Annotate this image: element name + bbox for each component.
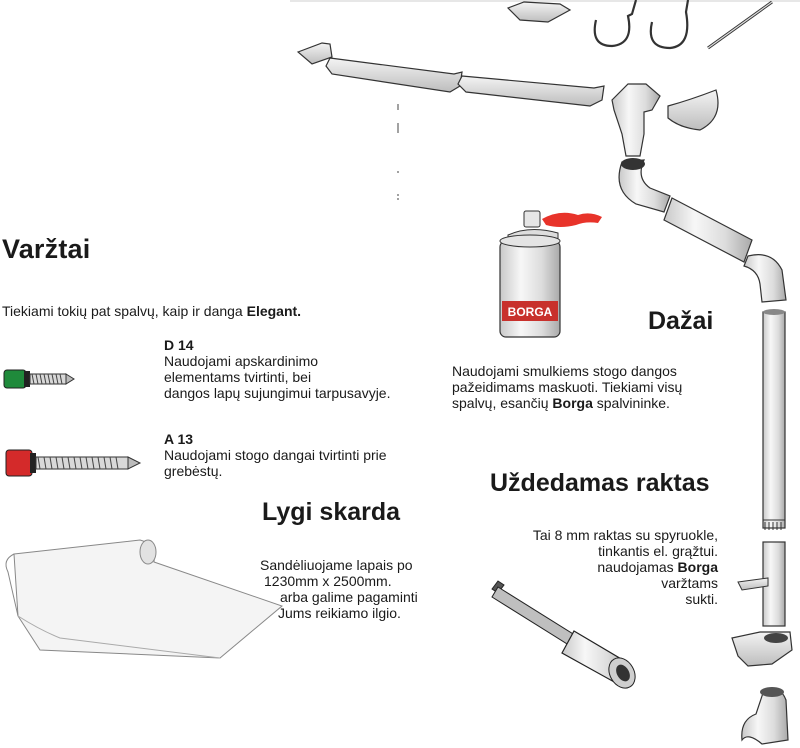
gutter-end-cap	[296, 42, 333, 65]
brand-borga: Borga	[677, 559, 718, 575]
brand-elegant: Elegant.	[246, 303, 302, 319]
gutter-hook	[593, 0, 638, 48]
paint-can-illustration: BORGA	[499, 210, 602, 338]
downpipe-diagonal	[663, 197, 753, 263]
gutter-outlet	[611, 83, 661, 157]
key-description: Tai 8 mm raktas su spyruokle, tinkantis …	[532, 527, 718, 607]
screw-a13-icon	[5, 449, 142, 477]
sheet-title: Lygi skarda	[262, 498, 401, 526]
screw-code: A 13	[164, 431, 194, 447]
brand-borga: Borga	[552, 395, 593, 411]
gutter-hook	[649, 0, 690, 50]
gutter-end-cap	[667, 89, 719, 131]
can-brand-label: BORGA	[508, 305, 553, 319]
screw-a13-description: A 13 Naudojami stogo dangai tvirtinti pr…	[164, 431, 387, 479]
downpipe-elbow	[618, 159, 671, 213]
key-title: Uždedamas raktas	[490, 469, 710, 497]
gutter-section	[457, 75, 605, 107]
spray-mist	[542, 212, 602, 227]
socket-key-illustration	[491, 580, 636, 689]
screw-d14-icon	[3, 369, 75, 389]
screw-d14-description: D 14 Naudojami apskardinimo elementams t…	[164, 337, 391, 401]
paint-description: Naudojami smulkiems stogo dangos pažeidi…	[452, 363, 683, 411]
downpipe-elbow	[743, 254, 787, 303]
gutter-connector	[506, 1, 572, 23]
downpipe-elbow	[741, 687, 789, 745]
gutter-section	[325, 57, 463, 93]
screws-intro: Tiekiami tokių pat spalvų, kaip ir danga…	[2, 303, 302, 319]
metal-sheet-roll-illustration	[5, 539, 283, 659]
sheet-description: Sandėliuojame lapais po 1230mm x 2500mm.…	[260, 557, 418, 621]
downpipe	[762, 311, 786, 529]
screws-title: Varžtai	[2, 234, 91, 264]
screw-code: D 14	[164, 337, 194, 353]
paint-title: Dažai	[648, 307, 714, 335]
